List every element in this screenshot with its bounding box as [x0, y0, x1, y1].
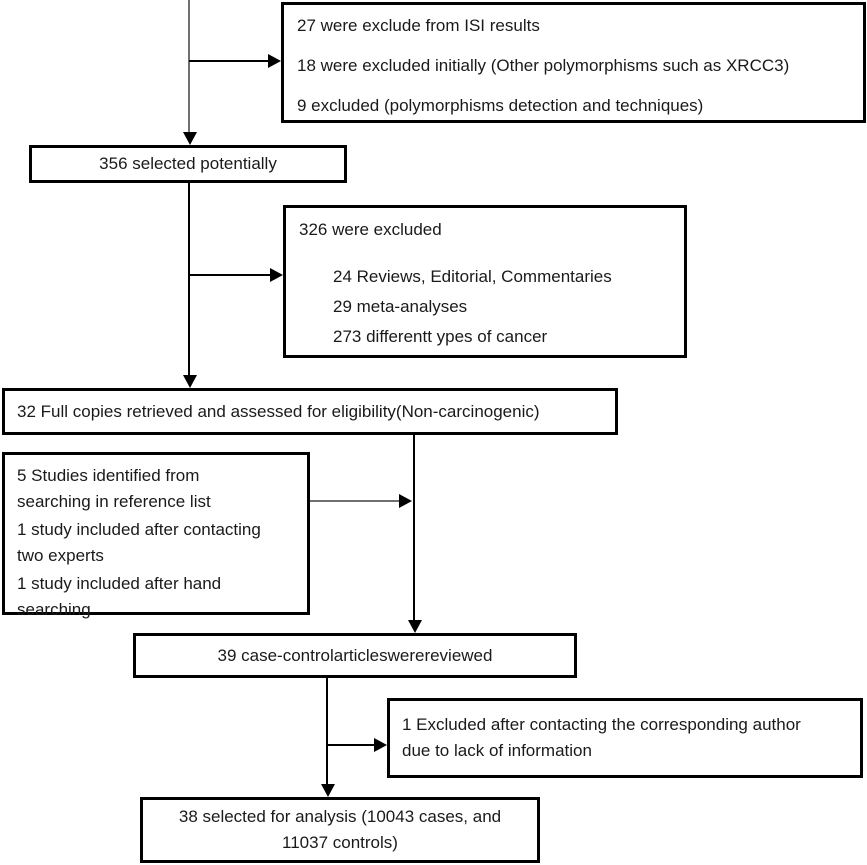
isi-exclusion-line: 18 were excluded initially (Other polymo…	[297, 56, 790, 75]
arrowhead-down-into-final-box	[321, 784, 335, 797]
final-selection-label: 38 selected for analysis (10043 cases, a…	[178, 807, 502, 852]
additional-studies-item: 5 Studies identified from searching in r…	[17, 466, 211, 511]
arrowhead-right-into-326-box	[270, 268, 283, 282]
excluded-326-item: 29 meta-analyses	[333, 297, 468, 316]
box-isi-exclusions: 27 were exclude from ISI results 18 were…	[281, 2, 866, 123]
author-excluded-label: 1 Excluded after contacting the correspo…	[402, 715, 801, 760]
arrowhead-down-into-selected-box	[183, 132, 197, 145]
connector-branch-326-excluded	[189, 274, 270, 276]
isi-exclusion-line: 27 were exclude from ISI results	[297, 16, 540, 35]
arrowhead-right-into-isi-box	[268, 54, 281, 68]
box-additional-studies: 5 Studies identified from searching in r…	[2, 452, 310, 619]
connector-reviewed-to-final	[326, 678, 328, 785]
additional-studies-item: 1 study included after contacting two ex…	[17, 520, 261, 565]
selected-potentially-label: 356 selected potentially	[99, 154, 277, 173]
isi-exclusion-line: 9 excluded (polymorphisms detection and …	[297, 96, 704, 115]
arrowhead-down-into-reviewed-box	[408, 620, 422, 633]
box-full-copies: 32 Full copies retrieved and assessed fo…	[2, 388, 618, 435]
arrowhead-right-into-author-excluded-box	[374, 738, 387, 752]
additional-studies-item: 1 study included after hand searching	[17, 574, 222, 619]
connector-fullcopies-to-reviewed	[413, 435, 415, 621]
reviewed-label: 39 case-controlarticleswerereviewed	[217, 645, 493, 665]
arrowhead-right-from-additional-studies	[399, 494, 412, 508]
box-326-excluded: 326 were excluded 24 Reviews, Editorial,…	[283, 205, 687, 358]
connector-selected-to-fullcopies	[188, 183, 190, 376]
connector-top-vertical	[188, 0, 190, 134]
full-copies-label: 32 Full copies retrieved and assessed fo…	[17, 401, 540, 421]
box-author-excluded: 1 Excluded after contacting the correspo…	[387, 698, 863, 778]
connector-branch-isi-exclusions	[189, 60, 269, 62]
excluded-326-item: 273 differentt ypes of cancer	[333, 327, 548, 346]
connector-additional-studies-merge	[310, 500, 399, 502]
box-selected-potentially: 356 selected potentially	[29, 145, 347, 183]
box-final-selection: 38 selected for analysis (10043 cases, a…	[140, 797, 540, 863]
excluded-326-title: 326 were excluded	[299, 220, 442, 239]
connector-branch-author-excluded	[327, 744, 374, 746]
arrowhead-down-into-fullcopies-box	[183, 375, 197, 388]
box-39-reviewed: 39 case-controlarticleswerereviewed	[133, 633, 577, 678]
excluded-326-item: 24 Reviews, Editorial, Commentaries	[333, 267, 612, 286]
